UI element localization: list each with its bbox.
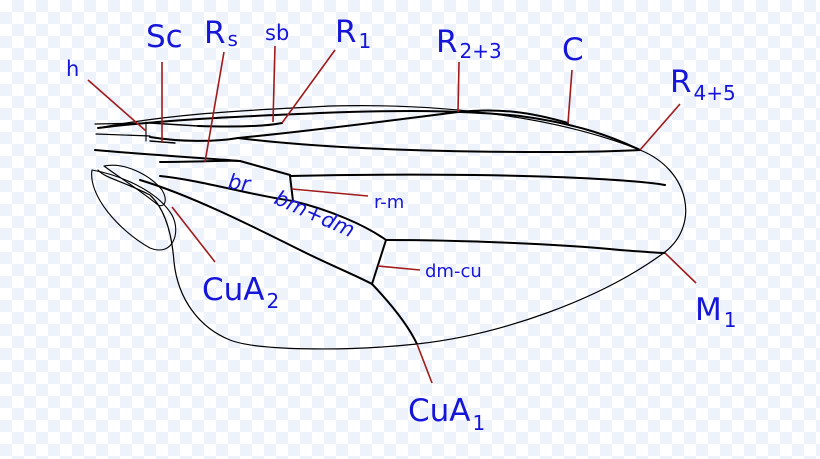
leader-h (87, 79, 147, 132)
label-rm: r-m (374, 192, 404, 213)
label-sb: sb (265, 21, 289, 45)
leader-m1 (664, 252, 697, 284)
leader-sb (272, 45, 276, 123)
basal-lobe-inner (103, 164, 166, 207)
bm-upper-vein (159, 175, 387, 241)
leader-r23 (457, 61, 460, 113)
leader-cua1 (416, 343, 433, 384)
cua-stem (139, 179, 373, 285)
leader-c (567, 69, 573, 124)
label-c: C (562, 32, 584, 68)
leader-r1 (281, 49, 336, 124)
dmcu-crossvein (371, 239, 387, 285)
label-sc: Sc (146, 19, 183, 55)
costa-vein (97, 110, 641, 151)
wing-base-lower (95, 133, 151, 137)
leader-rm (291, 188, 369, 197)
r1-vein (197, 122, 283, 128)
leader-r45 (639, 103, 681, 151)
wing-outline (97, 105, 687, 350)
label-br: br (227, 169, 253, 196)
r23-vein (237, 109, 569, 139)
r45-vein (237, 137, 641, 153)
cua1-vein (371, 283, 418, 345)
rm-crossvein (289, 175, 294, 202)
label-h: h (66, 57, 79, 81)
m1-vein (289, 173, 666, 186)
subcosta-vein (149, 122, 199, 127)
leader-cua2 (171, 206, 216, 263)
radius-stem (149, 136, 239, 142)
leader-dmcu (377, 265, 421, 271)
label-dmcu: dm-cu (425, 261, 482, 282)
m-distal-vein (385, 239, 666, 254)
br-cell-upper (159, 159, 239, 163)
alula-lobe (91, 169, 177, 251)
leader-rs (204, 51, 225, 163)
